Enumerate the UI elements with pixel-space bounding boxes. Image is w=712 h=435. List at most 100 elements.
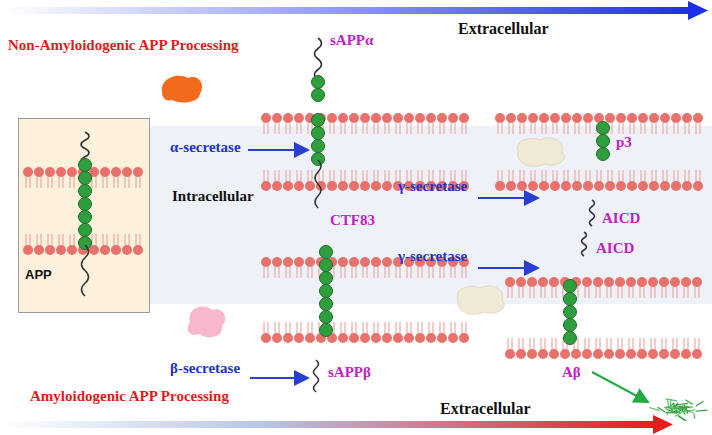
lipid-head — [637, 349, 647, 359]
lipid-head — [111, 167, 121, 177]
peptide-domain — [564, 319, 577, 332]
lipid-head — [681, 277, 691, 287]
peptide-domain — [79, 224, 92, 237]
lipid-head — [67, 167, 77, 177]
peptide-tail — [315, 38, 322, 80]
lipid-head — [638, 181, 648, 191]
enzyme-label: β-secretase — [170, 360, 240, 377]
lipid-head — [338, 333, 348, 343]
lipid-head — [550, 181, 560, 191]
lipid-head — [67, 245, 77, 255]
peptide-domain — [79, 159, 92, 172]
amyloid-fibril — [675, 412, 683, 417]
lipid-head — [327, 181, 337, 191]
pathway-title: Non-Amyloidogenic APP Processing — [8, 37, 239, 54]
lipid-head — [349, 113, 359, 123]
lipid-head — [415, 113, 425, 123]
lipid-head — [305, 333, 315, 343]
lipid-head — [671, 181, 681, 191]
lipid-head — [338, 113, 348, 123]
lipid-head — [459, 333, 469, 343]
lipid-head — [605, 113, 615, 123]
fragment-label: AICD — [596, 240, 634, 257]
lipid-head — [100, 245, 110, 255]
peptide-domain — [312, 114, 325, 127]
lipid-head — [582, 349, 592, 359]
lipid-head — [582, 277, 592, 287]
region-label: Intracellular — [172, 188, 254, 205]
lipid-head — [671, 113, 681, 123]
lipid-head — [682, 181, 692, 191]
peptide-domain — [320, 259, 333, 272]
lipid-head — [283, 257, 293, 267]
lipid-head — [34, 245, 44, 255]
lipid-head — [626, 349, 636, 359]
lipid-head — [539, 181, 549, 191]
peptide-domain — [597, 135, 610, 148]
lipid-head — [360, 113, 370, 123]
lipid-head — [382, 181, 392, 191]
gradient-bar — [5, 421, 655, 428]
lipid-head — [659, 277, 669, 287]
lipid-head — [528, 181, 538, 191]
lipid-head — [527, 349, 537, 359]
lipid-head — [294, 333, 304, 343]
peptide-domain — [564, 280, 577, 293]
lipid-head — [305, 181, 315, 191]
peptide-domain — [320, 246, 333, 259]
enzyme-label: α-secretase — [170, 139, 241, 156]
lipid-head — [659, 349, 669, 359]
lipid-head — [349, 257, 359, 267]
amyloid-fibril — [681, 409, 685, 415]
lipid-head — [404, 333, 414, 343]
lipid-head — [560, 349, 570, 359]
lipid-head — [404, 113, 414, 123]
lipid-head — [593, 349, 603, 359]
cleavage-arrow — [478, 197, 538, 199]
region-label: Extracellular — [458, 20, 549, 38]
lipid-head — [437, 333, 447, 343]
peptide-domain — [312, 127, 325, 140]
peptide-tail — [315, 160, 321, 208]
lipid-head — [459, 113, 469, 123]
lipid-head — [426, 333, 436, 343]
lipid-head — [571, 349, 581, 359]
lipid-head — [616, 181, 626, 191]
lipid-head — [615, 277, 625, 287]
lipid-head — [122, 167, 132, 177]
peptide-domain — [564, 306, 577, 319]
lipid-head — [539, 113, 549, 123]
lipid-head — [338, 181, 348, 191]
lipid-head — [448, 113, 458, 123]
amyloid-fibril — [658, 407, 665, 412]
amyloid-fibril — [649, 408, 659, 411]
lipid-head — [627, 113, 637, 123]
lipid-head — [371, 113, 381, 123]
lipid-head — [572, 113, 582, 123]
lipid-head — [627, 181, 637, 191]
box-label: APP — [25, 267, 52, 282]
peptide-domain — [320, 285, 333, 298]
lipid-head — [294, 181, 304, 191]
lipid-head — [56, 245, 66, 255]
cleavage-arrow — [250, 377, 308, 379]
lipid-head — [133, 245, 143, 255]
lipid-head — [583, 113, 593, 123]
lipid-head — [371, 257, 381, 267]
lipid-head — [637, 277, 647, 287]
lipid-head — [448, 333, 458, 343]
peptide-domain — [312, 89, 325, 102]
lipid-head — [615, 349, 625, 359]
lipid-head — [516, 349, 526, 359]
lipid-head — [371, 181, 381, 191]
amyloid-fibril — [677, 403, 689, 405]
cleavage-arrow — [478, 267, 538, 269]
intracellular-band — [150, 126, 712, 304]
peptide-domain — [320, 324, 333, 337]
lipid-head — [692, 349, 702, 359]
lipid-head — [393, 333, 403, 343]
lipid-head — [583, 181, 593, 191]
lipid-head — [572, 181, 582, 191]
lipid-head — [437, 113, 447, 123]
fragment-label: sAPPα — [330, 32, 373, 49]
